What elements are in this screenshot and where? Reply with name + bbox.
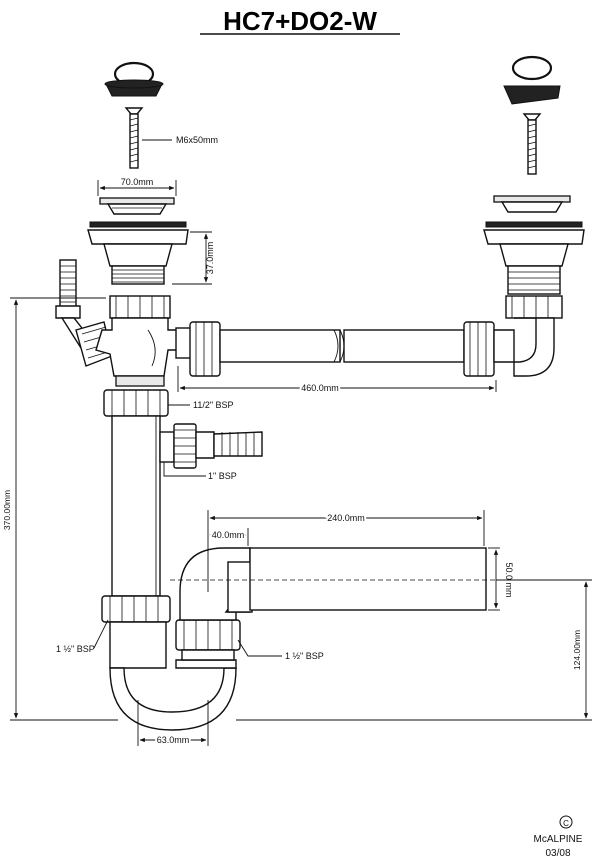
drawing-title: HC7+DO2-W [223,6,377,36]
left-plug [104,61,164,97]
brand-footer: C McALPINE 03/08 [534,815,583,859]
side-hose-connector [159,423,263,469]
main-vertical-pipe [103,389,169,597]
trap-height-label: 124.00mm [572,630,582,670]
trap-width-label: 63.0mm [157,735,190,745]
tee-body [95,295,187,387]
overflow-length-label: 460.0mm [301,383,339,393]
total-height-label: 370.00mm [2,490,12,530]
outlet-pipe [179,547,487,621]
screw-label: M6x50mm [176,135,218,145]
bsp-inch-label: 1" BSP [208,471,237,481]
right-strainer-basket [493,195,571,213]
bottle-trap [101,595,241,731]
outlet-length-label: 240.0mm [327,513,365,523]
overflow-pipe [175,321,515,377]
right-screw [522,113,542,175]
drawing-date: 03/08 [545,848,570,859]
offset-label: 40.0mm [212,530,245,540]
left-screw [124,107,144,169]
left-strainer-basket [99,197,175,215]
bsp-top-label: 11/2" BSP [193,400,234,410]
right-waste-flange [483,221,585,377]
copyright-icon [559,815,573,829]
bsp-right-label: 1 ½" BSP [285,651,324,661]
brand-name: McALPINE [534,834,583,845]
right-plug [503,55,561,105]
strainer-width-label: 70.0mm [121,177,154,187]
left-waste-flange [87,221,189,285]
waste-height-label: 37.0mm [205,242,215,275]
bsp-left-label: 1 ½" BSP [56,644,95,654]
copyright-symbol: C [563,819,569,828]
